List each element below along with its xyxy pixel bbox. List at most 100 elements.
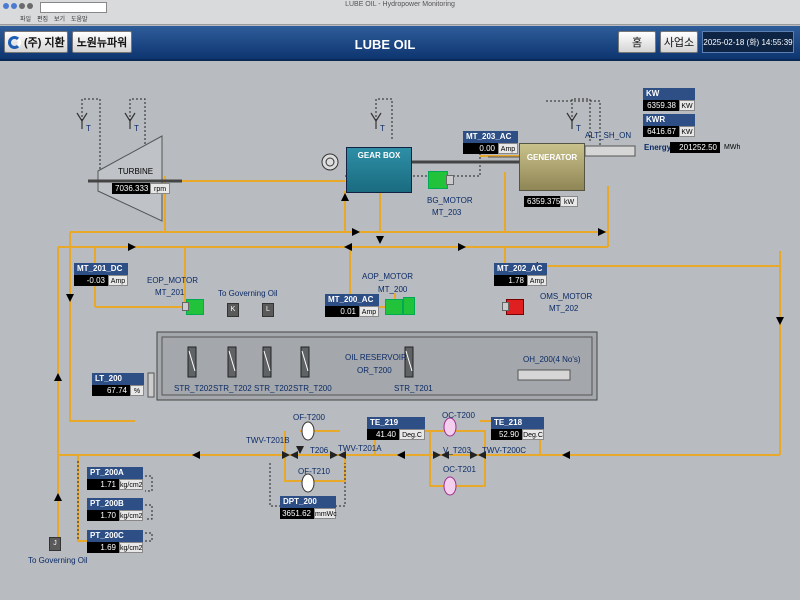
pt-200a-value: 1.71 [87, 479, 119, 490]
mt-202-ac-unit: Amp [527, 275, 547, 286]
governing-oil-k-box[interactable]: K [227, 303, 239, 317]
mt-202-ac-value: 1.78 [494, 275, 527, 286]
energy-unit: MWh [724, 144, 741, 151]
governing-oil-l-box[interactable]: L [262, 303, 274, 317]
partner-logo: 노원뉴파워 [72, 31, 132, 53]
pt-200b-unit: kg/cm2 [119, 510, 143, 521]
mt-203-ac-name: MT_203_AC [463, 131, 518, 143]
oil-reservoir-label: OIL RESERVOIR [345, 353, 407, 362]
oil-reservoir-tag: OR_T200 [357, 366, 392, 375]
mt-203-ac-value: 0.00 [463, 143, 498, 154]
turbine-speed-box: 7036.333 rpm [112, 183, 171, 194]
mt-202-ac-name: MT_202_AC [494, 263, 547, 275]
kw-name: KW [643, 88, 695, 100]
lt-200-tag: LT_200 67.74% [92, 373, 144, 396]
energy-value: 201252.50 [670, 142, 720, 153]
bg-motor-icon[interactable] [428, 171, 448, 189]
pt-200c-value: 1.69 [87, 542, 119, 553]
valve-t203-label: V_T203 [443, 446, 472, 455]
strainer-t201-label: STR_T201 [394, 384, 433, 393]
generator[interactable]: GENERATOR [519, 143, 585, 191]
mt-203-label: MT_203 [432, 208, 462, 217]
governing-oil-j-box[interactable]: J [49, 537, 61, 551]
gearbox[interactable]: GEAR BOX [346, 147, 412, 193]
site-button[interactable]: 사업소 [660, 31, 698, 53]
kw-unit: KW [679, 100, 695, 111]
turbine-label: TURBINE [118, 167, 154, 176]
kwr-unit: KW [679, 126, 695, 137]
refresh-icon[interactable] [19, 3, 25, 9]
address-input[interactable] [40, 2, 107, 13]
home-icon[interactable] [27, 3, 33, 9]
aop-pump-icon[interactable] [403, 297, 415, 315]
bg-motor-shaft [446, 175, 454, 185]
mt-201-dc-value: -0.03 [74, 275, 108, 286]
transmitter-t1-label: T [86, 124, 91, 133]
dpt-200-name: DPT_200 [280, 496, 336, 508]
eop-motor-label: EOP_MOTOR [147, 276, 198, 285]
transmitter-t4-label: T [576, 124, 581, 133]
logo-ring-icon [8, 35, 21, 49]
oil-cooler-t201-label: OC-T201 [443, 465, 476, 474]
eop-motor-shaft [182, 302, 189, 311]
mt-200-ac-value: 0.01 [325, 306, 359, 317]
te-219-unit: Deg.C [399, 429, 425, 440]
lt-200-name: LT_200 [92, 373, 144, 385]
company-name: (주) 지환 [24, 37, 65, 49]
transmitter-t2-label: T [134, 124, 139, 133]
oil-cooler-t200-label: OC-T200 [442, 411, 475, 420]
te-218-unit: Deg.C [522, 429, 544, 440]
menu-file[interactable]: 파일 [20, 17, 32, 23]
te-218-value: 52.90 [491, 429, 522, 440]
alt-sh-on-label: ALT_SH_ON [585, 131, 632, 140]
pt-200c-name: PT_200C [87, 530, 143, 542]
energy-label: Energy [644, 143, 672, 152]
menu-view[interactable]: 보기 [54, 17, 66, 23]
te-219-value: 41.40 [367, 429, 399, 440]
forward-icon[interactable] [11, 3, 17, 9]
mt-203-ac-unit: Amp [498, 143, 518, 154]
pt-200a-unit: kg/cm2 [119, 479, 143, 490]
home-button[interactable]: 홈 [618, 31, 656, 53]
dpt-200-value: 3651.62 [280, 508, 314, 519]
menu-edit[interactable]: 편집 [37, 17, 49, 23]
mt-202-label: MT_202 [549, 304, 579, 313]
mt-200-ac-name: MT_200_AC [325, 294, 379, 306]
te-218-name: TE_218 [491, 417, 544, 429]
generator-power-box: 6359.375 kW [524, 196, 579, 207]
oms-motor-shaft [502, 302, 509, 311]
kw-value: 6359.38 [643, 100, 679, 111]
strainer-t202-b-label: STR_T202 [213, 384, 252, 393]
datetime-display: 2025-02-18 (화) 14:55:39 [702, 31, 794, 53]
aop-motor-icon[interactable] [385, 299, 403, 315]
oms-motor-label: OMS_MOTOR [540, 292, 593, 301]
oil-filter-t210-label: OF-T210 [298, 467, 331, 476]
generator-power-unit: kW [560, 196, 579, 207]
generator-power-value: 6359.375 [524, 196, 560, 207]
kwr-name: KWR [643, 114, 695, 126]
to-governing-oil-bottom-label: To Governing Oil [28, 556, 88, 565]
company-logo: (주) 지환 [4, 31, 68, 53]
pt-200c-unit: kg/cm2 [119, 542, 143, 553]
menu-help[interactable]: 도움말 [71, 17, 88, 23]
lt-200-unit: % [130, 385, 144, 396]
energy-value-box: 201252.50 MWh [670, 142, 740, 153]
bg-motor-label: BG_MOTOR [427, 196, 473, 205]
mt-200-label: MT_200 [378, 285, 408, 294]
te-219-name: TE_219 [367, 417, 425, 429]
transmitter-t3-label: T [380, 124, 385, 133]
page-title: LUBE OIL [354, 37, 416, 52]
aop-motor-label: AOP_MOTOR [362, 272, 413, 281]
back-icon[interactable] [3, 3, 9, 9]
